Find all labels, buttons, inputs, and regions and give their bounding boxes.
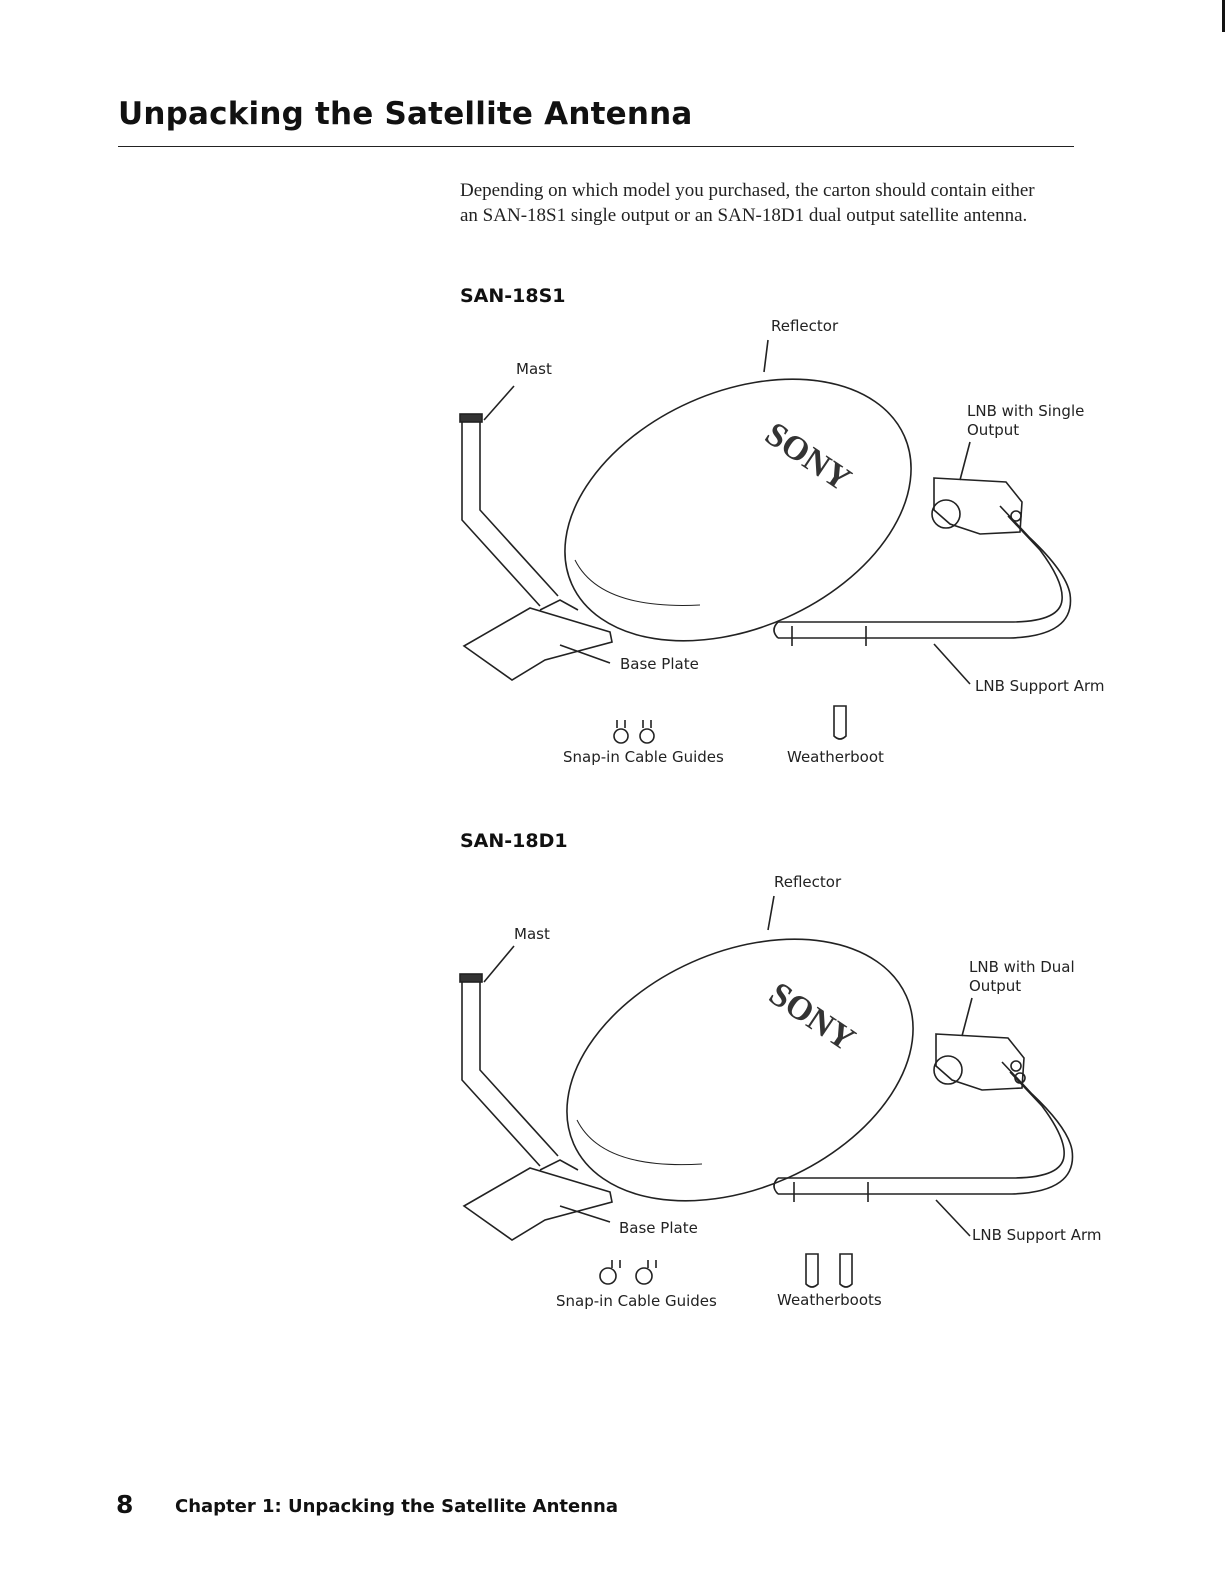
label-mast: Mast — [516, 360, 552, 378]
intro-paragraph: Depending on which model you purchased, … — [460, 180, 1035, 226]
page-number: 8 — [116, 1490, 134, 1519]
title-rule — [118, 146, 1074, 147]
label-lnb: LNB with Dual Output — [969, 958, 1075, 995]
page-title: Unpacking the Satellite Antenna — [118, 96, 693, 132]
antenna-diagram-dual: SONY — [459, 895, 1074, 1288]
model-heading-san-18d1: SAN-18D1 — [460, 830, 568, 852]
reflector-brand: SONY — [758, 415, 857, 499]
chapter-footer: Chapter 1: Unpacking the Satellite Anten… — [175, 1496, 618, 1517]
reflector-brand: SONY — [762, 975, 861, 1059]
label-cable-guides: Snap-in Cable Guides — [556, 1292, 717, 1310]
page-edge-mark — [1222, 0, 1225, 32]
antenna-diagram-single: SONY — [459, 339, 1072, 744]
label-base-plate: Base Plate — [619, 1219, 698, 1237]
label-reflector: Reflector — [774, 873, 842, 891]
label-weatherboot: Weatherboot — [787, 748, 884, 766]
model-heading-san-18s1: SAN-18S1 — [460, 285, 566, 307]
label-cable-guides: Snap-in Cable Guides — [563, 748, 724, 766]
label-mast: Mast — [514, 925, 550, 943]
label-lnb-support-arm: LNB Support Arm — [972, 1226, 1102, 1244]
label-base-plate: Base Plate — [620, 655, 699, 673]
label-weatherboots: Weatherboots — [777, 1291, 882, 1309]
label-reflector: Reflector — [771, 317, 839, 335]
label-lnb-support-arm: LNB Support Arm — [975, 677, 1105, 695]
label-lnb: LNB with Single Output — [967, 402, 1085, 439]
